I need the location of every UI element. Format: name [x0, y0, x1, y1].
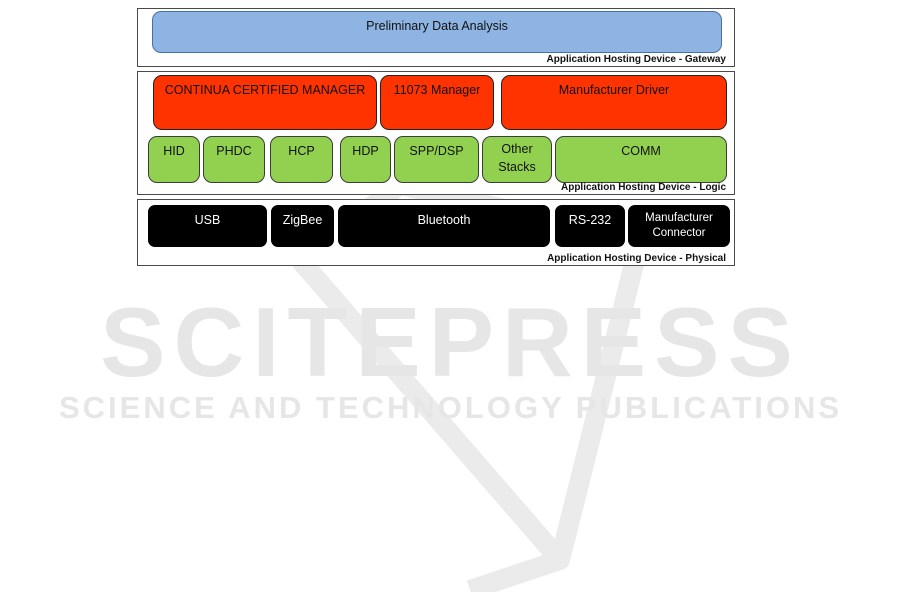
other-stacks-block: Other Stacks	[482, 136, 552, 183]
hcp-block: HCP	[270, 136, 333, 183]
logic-layer: CONTINUA CERTIFIED MANAGER 11073 Manager…	[137, 71, 735, 195]
gateway-caption: Application Hosting Device - Gateway	[546, 54, 726, 65]
hid-block: HID	[148, 136, 200, 183]
rs232-block: RS-232	[555, 205, 625, 247]
manufacturer-connector-block: Manufacturer Connector	[628, 205, 730, 247]
manufacturer-driver-block: Manufacturer Driver	[501, 75, 727, 130]
preliminary-data-analysis-block: Preliminary Data Analysis	[152, 11, 722, 53]
gateway-layer: Preliminary Data Analysis Application Ho…	[137, 8, 735, 67]
watermark-subtitle: SCIENCE AND TECHNOLOGY PUBLICATIONS	[58, 390, 843, 425]
phdc-block: PHDC	[203, 136, 265, 183]
logic-caption: Application Hosting Device - Logic	[560, 182, 726, 193]
hdp-block: HDP	[340, 136, 391, 183]
watermark-title: SCITEPRESS	[100, 287, 801, 397]
physical-caption: Application Hosting Device - Physical	[547, 253, 726, 264]
physical-layer: USB ZigBee Bluetooth RS-232 Manufacturer…	[137, 199, 735, 266]
bluetooth-block: Bluetooth	[338, 205, 550, 247]
continua-manager-block: CONTINUA CERTIFIED MANAGER	[153, 75, 377, 130]
comm-block: COMM	[555, 136, 727, 183]
spp-dsp-block: SPP/DSP	[394, 136, 479, 183]
usb-block: USB	[148, 205, 267, 247]
11073-manager-block: 11073 Manager	[380, 75, 494, 130]
zigbee-block: ZigBee	[271, 205, 334, 247]
